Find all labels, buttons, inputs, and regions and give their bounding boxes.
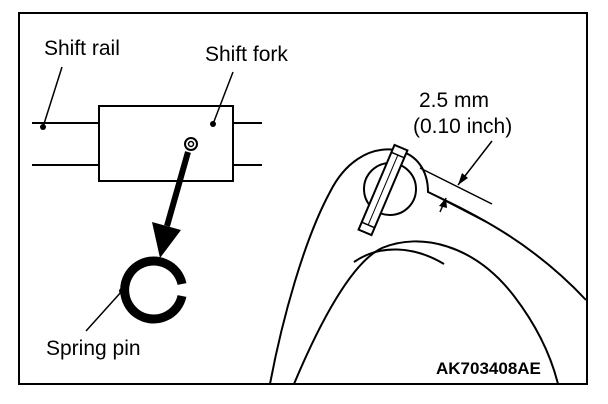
pin-hole: [184, 137, 198, 151]
shift-rail: [32, 122, 262, 166]
shift-rail-leader: [40, 66, 63, 130]
clearance-mm-label: 2.5 mm: [419, 89, 489, 112]
shift-fork-label: Shift fork: [205, 43, 288, 66]
shift-rail-label: Shift rail: [44, 37, 120, 60]
figure-code: AK703408AE: [436, 359, 541, 378]
clearance-inch-label: (0.10 inch): [413, 115, 512, 138]
figure-frame: [18, 12, 588, 385]
shift-fork-leader: [210, 71, 234, 127]
installed-spring-pin: [357, 143, 409, 237]
spring-pin-label: Spring pin: [46, 337, 141, 360]
shift-fork-block: [98, 105, 234, 182]
spring-pin-leader: [85, 288, 125, 332]
clearance-dimension: [419, 140, 493, 223]
direction-arrow: [152, 151, 191, 258]
